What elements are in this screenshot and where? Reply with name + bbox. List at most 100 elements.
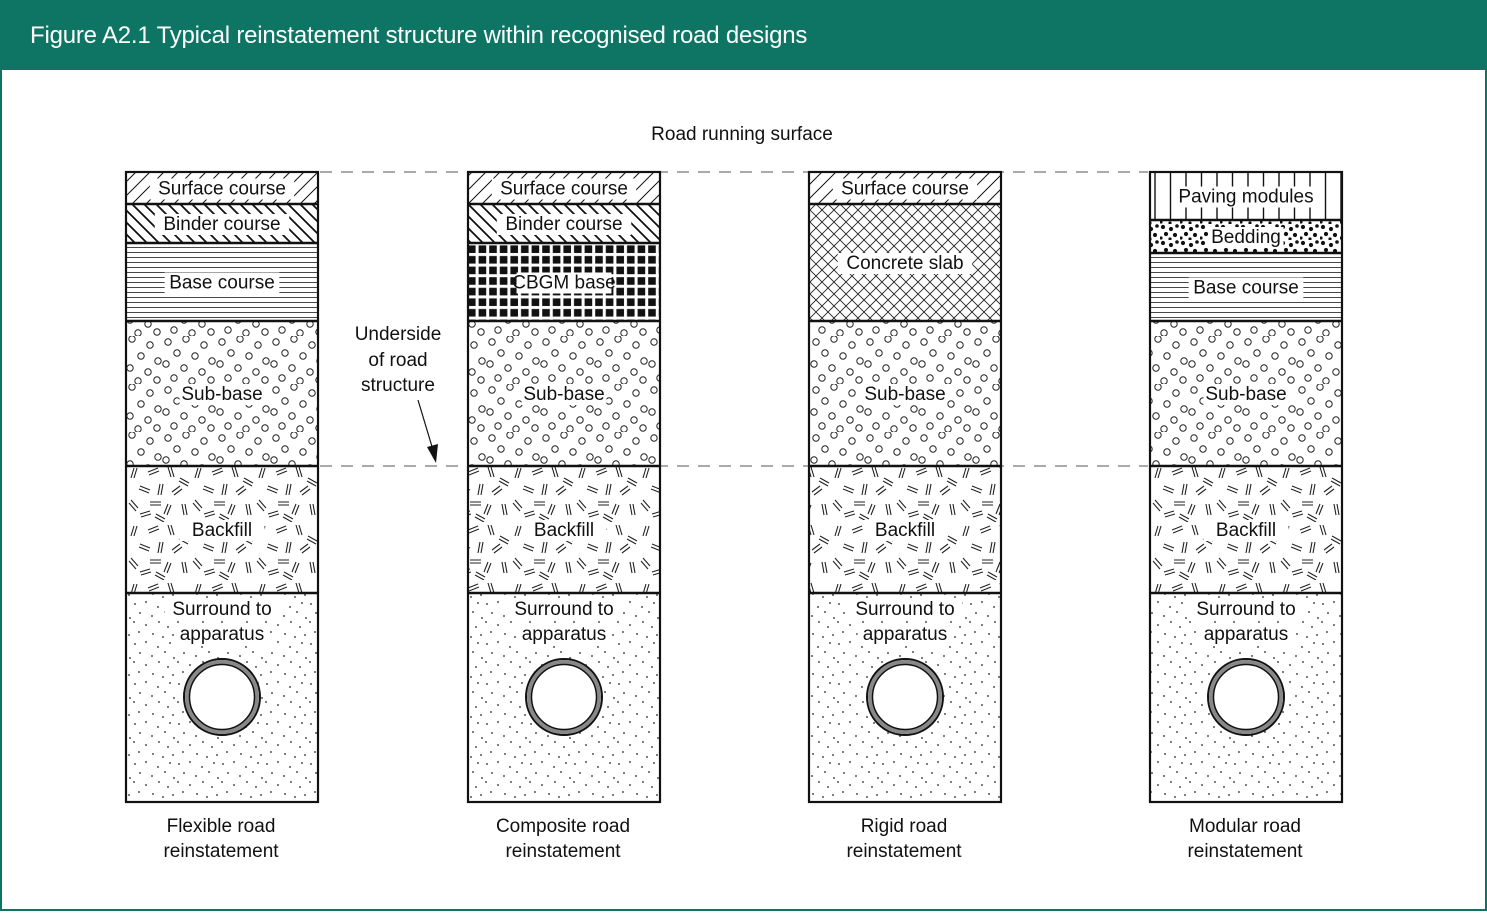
column-caption: Modular road (1189, 816, 1301, 837)
column-outline (466, 170, 662, 804)
label-backdrop (496, 214, 632, 235)
label-backdrop (1198, 624, 1294, 645)
arrow-shaft (417, 399, 434, 451)
road-running-surface-label: Road running surface (651, 124, 833, 145)
label-backdrop (149, 178, 295, 200)
label-backdrop (164, 599, 280, 620)
figure-header: Figure A2.1 Typical reinstatement struct… (0, 0, 1487, 70)
layer-label: Surround to (172, 599, 271, 620)
column-caption: reinstatement (505, 841, 621, 862)
column-caption: reinstatement (163, 841, 279, 862)
layer-backfill: Backfill (126, 464, 318, 593)
label-backdrop (862, 520, 948, 541)
layer-sub-base: Sub-base (1150, 319, 1342, 466)
layer-backfill: Backfill (468, 464, 660, 593)
underside-annotation: Underside of road structure (355, 324, 442, 463)
pipe-bore-icon (188, 663, 256, 731)
label-backdrop (837, 253, 973, 274)
layer-cbgm-base: CBGM base (468, 241, 660, 321)
label-backdrop (154, 214, 290, 235)
layer-label: Concrete slab (846, 253, 963, 274)
column-outline (1148, 170, 1344, 804)
layer-sub-base: Sub-base (126, 319, 318, 466)
label-backdrop (491, 178, 637, 200)
label-backdrop (179, 384, 265, 405)
layer-label: Binder course (163, 214, 280, 235)
layer-label: Surround to (855, 599, 954, 620)
layer-label: apparatus (522, 624, 607, 645)
layer-label: Surround to (1196, 599, 1295, 620)
layer-label: Bedding (1211, 227, 1281, 248)
layer-label: Backfill (534, 520, 594, 541)
layer-label: Binder course (505, 214, 622, 235)
label-backdrop (862, 384, 948, 405)
pipe-wall-icon (868, 660, 942, 734)
column-caption: reinstatement (1187, 841, 1303, 862)
label-backdrop (521, 520, 607, 541)
layer-surround-to-apparatus: Surround to apparatus (468, 591, 660, 802)
figure-title: Figure A2.1 Typical reinstatement struct… (30, 22, 808, 49)
layer-label: Surround to (514, 599, 613, 620)
layer-surface-course: Surface course (809, 172, 1001, 204)
layer-backfill: Backfill (809, 464, 1001, 593)
pipe-bore-icon (530, 663, 598, 731)
layer-sub-base: Sub-base (468, 319, 660, 466)
label-backdrop (1188, 277, 1304, 299)
column-outline (807, 170, 1003, 804)
arrow-head-icon (427, 444, 438, 463)
layer-label: Surface course (158, 179, 286, 200)
layer-binder-course: Binder course (126, 202, 318, 243)
layer-label: Surface course (500, 179, 628, 200)
layer-label: Sub-base (181, 384, 262, 405)
label-backdrop (506, 599, 622, 620)
layer-label: Backfill (1216, 520, 1276, 541)
pipe-bore-icon (1212, 663, 1280, 731)
layer-label: CBGM base (512, 273, 615, 294)
layer-base-course: Base course (126, 241, 318, 321)
layer-label: apparatus (863, 624, 948, 645)
layer-surround-to-apparatus: Surround to apparatus (809, 591, 1001, 802)
layer-concrete-slab: Concrete slab (809, 202, 1001, 321)
layer-paving-modules: Paving modules (1150, 172, 1342, 220)
label-backdrop (521, 384, 607, 405)
layer-base-course: Base course (1150, 251, 1342, 321)
layer-label: Sub-base (523, 384, 604, 405)
pipe-bore-icon (871, 663, 939, 731)
underside-label-line-2: of road (368, 350, 427, 371)
label-backdrop (164, 272, 280, 294)
label-backdrop (516, 624, 612, 645)
label-backdrop (516, 272, 612, 294)
layer-bedding: Bedding (1150, 218, 1342, 253)
layer-label: Backfill (875, 520, 935, 541)
label-backdrop (1203, 520, 1289, 541)
label-backdrop (1203, 384, 1289, 405)
layer-label: apparatus (1204, 624, 1289, 645)
layer-label: apparatus (180, 624, 265, 645)
label-backdrop (832, 178, 978, 200)
layer-binder-course: Binder course (468, 202, 660, 243)
layer-surround-to-apparatus: Surround to apparatus (1150, 591, 1342, 802)
layer-label: Surface course (841, 179, 969, 200)
label-backdrop (179, 520, 265, 541)
underside-label-line-3: structure (361, 375, 435, 396)
layer-backfill: Backfill (1150, 464, 1342, 593)
label-backdrop (1173, 186, 1319, 208)
layer-label: Base course (169, 273, 275, 294)
column-outline (124, 170, 320, 804)
layer-label: Base course (1193, 278, 1299, 299)
column-caption: Rigid road (861, 816, 948, 837)
layer-sub-base: Sub-base (809, 319, 1001, 466)
label-backdrop (847, 599, 963, 620)
pipe-wall-icon (527, 660, 601, 734)
layer-surround-to-apparatus: Surround to apparatus (126, 591, 318, 802)
layer-surface-course: Surface course (468, 172, 660, 204)
layer-label: Backfill (192, 520, 252, 541)
underside-label-line-1: Underside (355, 324, 442, 345)
layer-label: Paving modules (1178, 187, 1313, 208)
layer-surface-course: Surface course (126, 172, 318, 204)
layer-label: Sub-base (1205, 384, 1286, 405)
